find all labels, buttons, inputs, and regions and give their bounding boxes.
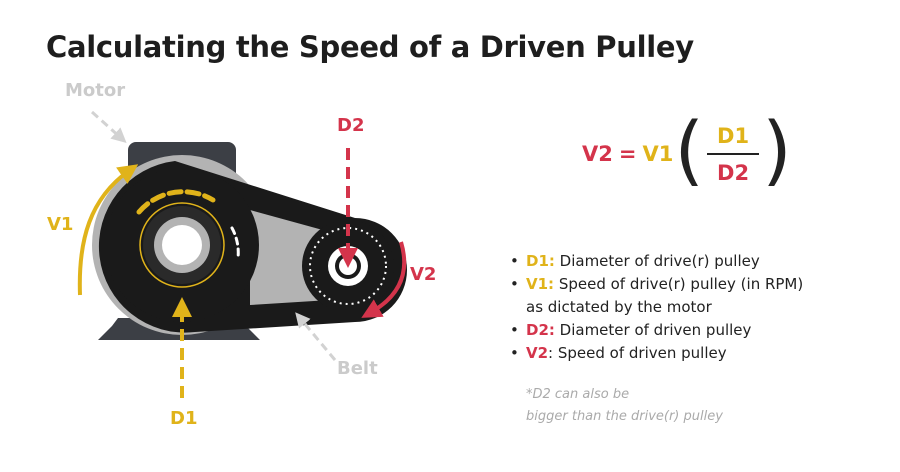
motor-pointer-arrow: [90, 110, 127, 144]
legend-text-d2: Diameter of driven pulley: [554, 321, 752, 339]
formula-denominator: D2: [717, 160, 750, 185]
driver-pulley-ring: [139, 202, 225, 288]
driven-pulley-hole: [339, 257, 357, 275]
v1-rotation-arrow: [77, 164, 139, 296]
formula-paren-close: ): [762, 105, 792, 194]
driver-rotation-mark: [136, 189, 216, 215]
legend-item-d2: D2: Diameter of driven pulley: [506, 319, 803, 342]
legend-key-d1: D1:: [526, 252, 555, 270]
motor-label: Motor: [65, 80, 126, 101]
legend-key-d2: D2:: [526, 321, 555, 339]
v1-label: V1: [47, 214, 74, 235]
formula-equals: =: [618, 142, 637, 166]
legend-text-v1-line2: as dictated by the motor: [526, 298, 712, 316]
footnote-line-1: *D2 can also be: [526, 387, 630, 402]
driven-pulley-ring: [309, 227, 387, 305]
formula-numerator: D1: [707, 124, 760, 155]
d1-label: D1: [170, 408, 198, 429]
legend-item-v1: V1: Speed of drive(r) pulley (in RPM) as …: [506, 273, 803, 319]
v2-label: V2: [410, 264, 437, 285]
d2-label: D2: [337, 115, 365, 136]
formula-coefficient: V1: [642, 142, 674, 166]
v2-rotation-arrow: [361, 241, 407, 318]
legend-key-v1: V1:: [526, 275, 555, 293]
belt-pointer-arrow: [295, 312, 337, 361]
legend-text-d1: Diameter of drive(r) pulley: [554, 252, 760, 270]
legend-key-v2: V2: [526, 344, 549, 362]
formula-paren-open: (: [674, 105, 705, 194]
formula-lhs: V2: [582, 142, 613, 166]
speed-formula: V2 = V1 ( D1 D2 ): [582, 112, 793, 196]
footnote-line-2: bigger than the drive(r) pulley: [526, 409, 723, 424]
legend-text-v2: : Speed of driven pulley: [548, 344, 727, 362]
driver-pulley-hole: [162, 225, 202, 265]
footnote: *D2 can also be bigger than the drive(r) …: [526, 384, 786, 428]
legend-item-d1: D1: Diameter of drive(r) pulley: [506, 250, 803, 273]
legend-item-v2: V2: Speed of driven pulley: [506, 342, 803, 365]
belt-label: Belt: [337, 358, 378, 379]
page-title: Calculating the Speed of a Driven Pulley: [46, 30, 694, 64]
legend-text-v1: Speed of drive(r) pulley (in RPM): [554, 275, 804, 293]
driver-shine: [230, 226, 240, 260]
formula-fraction: D1 D2: [707, 124, 760, 185]
variable-legend: D1: Diameter of drive(r) pulley V1: Spee…: [506, 250, 803, 365]
